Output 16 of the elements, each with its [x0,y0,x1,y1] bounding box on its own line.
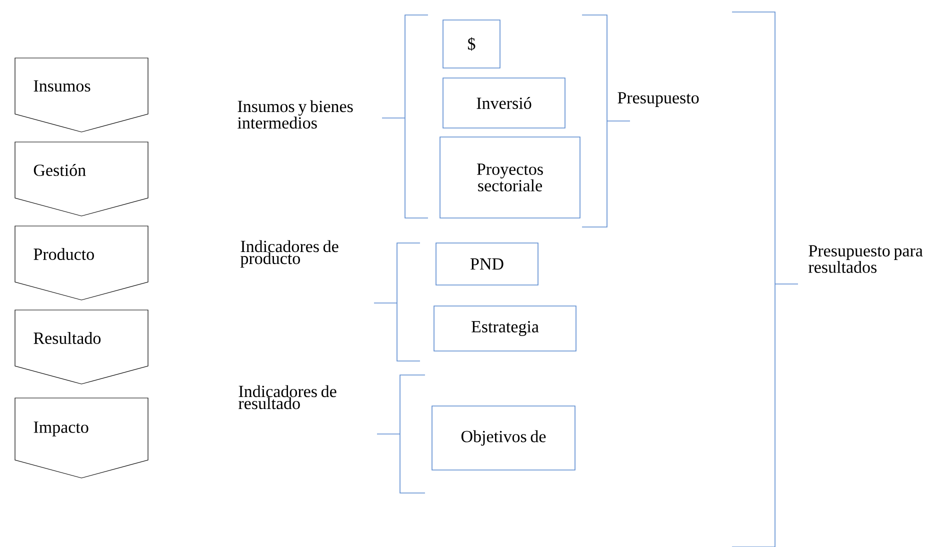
chevron-box: Insumos [14,58,148,132]
text-box: Objetivos de [432,406,576,470]
label-text: Presupuesto para resultados [808,245,923,273]
label-text: Indicadores de resultado [238,385,336,410]
chevron-box: Resultado [14,310,148,384]
text-box: Inversió [442,78,566,128]
text-box: Proyectos sectoriale [440,136,580,218]
text-box: Estrategia [434,306,576,352]
chevron-box: Gestión [14,142,148,216]
label-text: Presupuesto [618,92,699,107]
label-text: Insumos y bienes intermedios [238,100,353,129]
text-box: $ [442,20,500,68]
text-box: PND [436,242,538,286]
chevron-box: Impacto [14,398,148,478]
label-text: Indicadores de producto [240,240,338,268]
chevron-box: Producto [14,226,148,300]
